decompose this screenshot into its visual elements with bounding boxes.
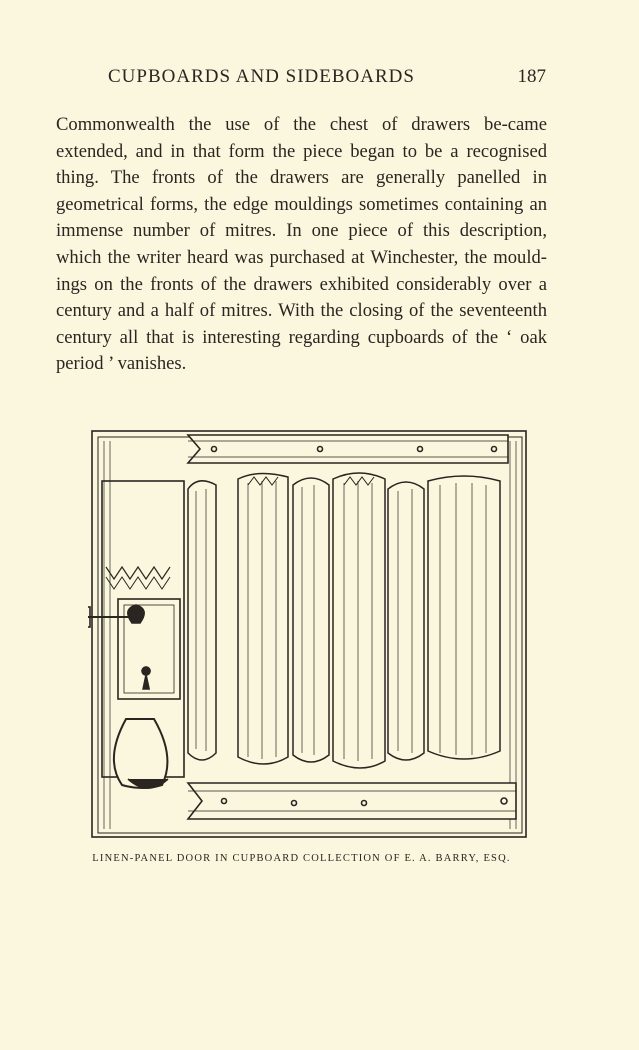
running-head-title: CUPBOARDS AND SIDEBOARDS (108, 66, 415, 87)
running-head: CUPBOARDS AND SIDEBOARDS 187 (108, 66, 546, 88)
page-number: 187 (517, 66, 547, 87)
engraving-drawing (88, 430, 527, 838)
figure-caption: LINEN-PANEL DOOR IN CUPBOARD COLLECTION … (92, 853, 511, 864)
linen-panel-door-illustration (88, 427, 530, 841)
body-paragraph: Commonwealth the use of the chest of dra… (56, 114, 547, 375)
